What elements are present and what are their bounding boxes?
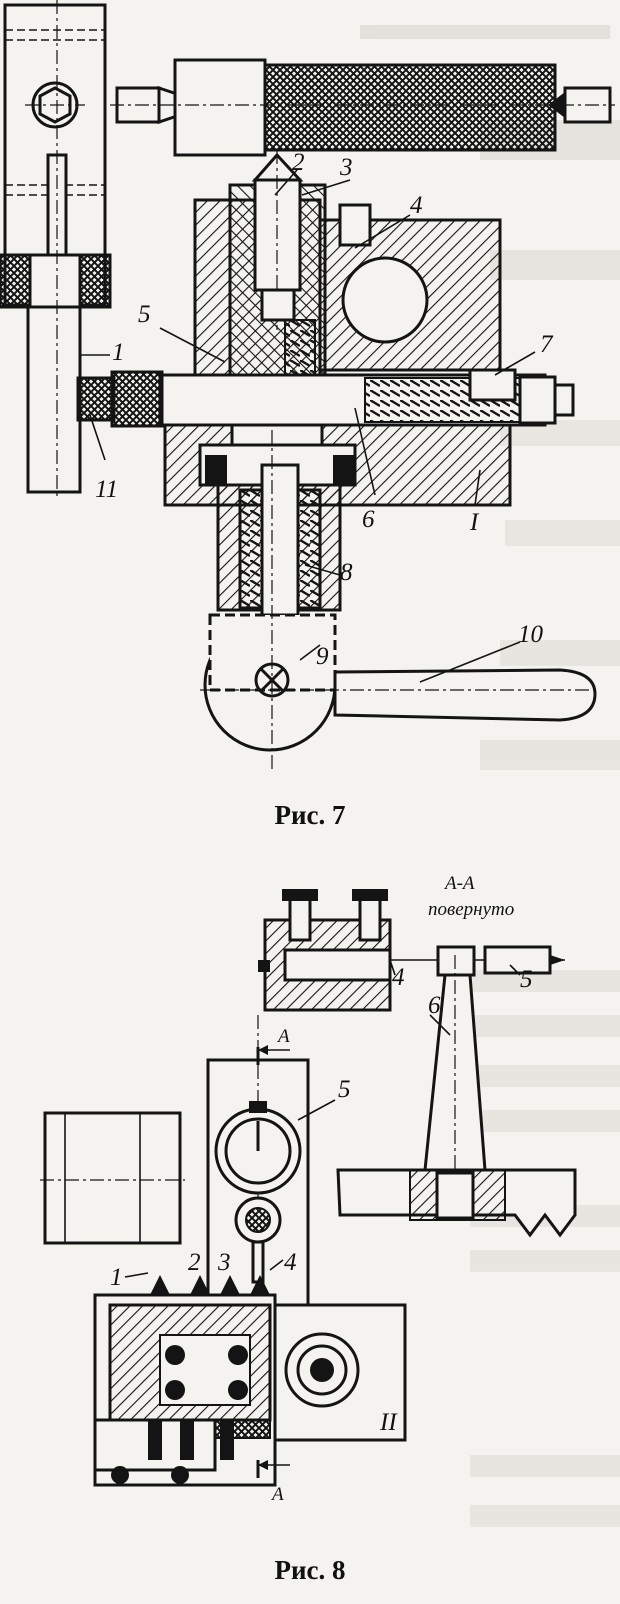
- label-4: 4: [284, 1249, 297, 1276]
- top-centers: [110, 58, 615, 157]
- section-title: А-А: [443, 875, 475, 894]
- bleed-through-text: [470, 970, 620, 1527]
- label-2: 2: [188, 1249, 201, 1276]
- label-II: II: [379, 1409, 398, 1436]
- figure-8-drawing: А-А повернуто: [40, 873, 620, 1527]
- figure-8-caption: Рис. 8: [274, 1555, 346, 1585]
- label-3: 3: [217, 1249, 231, 1276]
- figure-7: 2 3 4 5 7 1 11 6 I 8 9 10 Рис. 7: [0, 0, 620, 830]
- leader-lines: [80, 169, 536, 683]
- leader-lines: [124, 959, 521, 1278]
- label-6: 6: [362, 506, 375, 533]
- label-4: 4: [410, 192, 423, 219]
- block-II: [273, 1303, 407, 1442]
- figure-8: А-А повернуто: [0, 873, 620, 1604]
- figure-7-drawing: 2 3 4 5 7 1 11 6 I 8 9 10: [0, 0, 620, 770]
- label-5: 5: [338, 1076, 351, 1103]
- label-8: 8: [340, 559, 353, 586]
- section-mark-top: А: [276, 1026, 290, 1047]
- label-9: 9: [316, 643, 329, 670]
- cylinder-part: [40, 1111, 185, 1245]
- left-clamp: [0, 0, 112, 500]
- section-marks: А А: [256, 1026, 290, 1505]
- figure-8-labels: 5 1 2 3 4 II 4 5 6: [110, 964, 533, 1436]
- section-label-6: 6: [428, 992, 441, 1019]
- label-11: 11: [95, 476, 118, 503]
- section-mark-bottom: А: [270, 1484, 284, 1505]
- spring-housing: [198, 443, 357, 617]
- label-2: 2: [292, 149, 305, 176]
- label-1: 1: [112, 339, 125, 366]
- figure-7-labels: 2 3 4 5 7 1 11 6 I 8 9 10: [95, 149, 554, 670]
- label-10: 10: [518, 621, 544, 648]
- label-I: I: [469, 509, 480, 536]
- section-label-4: 4: [392, 964, 405, 991]
- section-label-5: 5: [520, 966, 533, 993]
- eccentric-handle: [200, 430, 600, 770]
- label-7: 7: [540, 331, 554, 358]
- bleed-through-text: [360, 25, 620, 770]
- section-view: [258, 889, 577, 1238]
- section-subtitle: повернуто: [428, 899, 514, 920]
- label-5: 5: [138, 301, 151, 328]
- label-3: 3: [339, 154, 353, 181]
- label-1: 1: [110, 1264, 123, 1291]
- tool-holder: [93, 1275, 277, 1487]
- figure-7-caption: Рис. 7: [274, 800, 346, 830]
